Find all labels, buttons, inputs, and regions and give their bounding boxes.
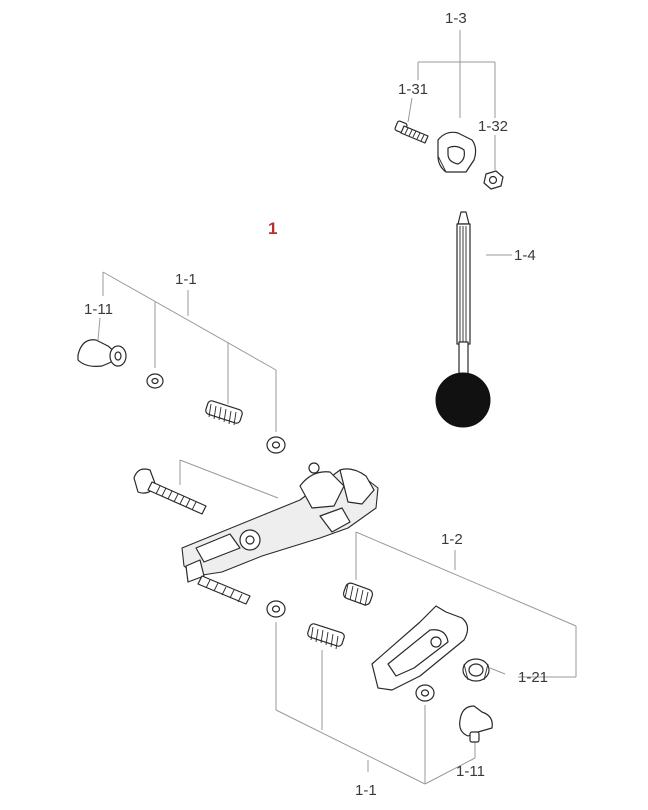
spring-middle — [342, 582, 374, 607]
long-bolt — [133, 468, 207, 515]
label-1-4: 1-4 — [514, 247, 536, 264]
washer-top-left — [146, 373, 164, 389]
wing-screw-1-11-top — [77, 339, 127, 367]
label-1-32: 1-32 — [478, 118, 508, 135]
rod-1-4 — [435, 211, 491, 428]
assembly-number: 1 — [268, 219, 277, 238]
spring-lower — [307, 623, 345, 650]
rod-ball-knob — [435, 372, 491, 428]
label-1-11-bottom: 1-11 — [456, 763, 485, 780]
label-1-3: 1-3 — [445, 10, 467, 27]
knob-1-21 — [462, 658, 490, 682]
lever-1-2 — [371, 605, 469, 691]
label-1-31: 1-31 — [398, 81, 428, 98]
part-labels: 1 1-3 1-31 1-32 1-4 1-1 1-11 1-2 1-21 1-… — [84, 10, 548, 799]
label-1-1-bottom: 1-1 — [355, 782, 377, 799]
wing-screw-1-11-bottom — [459, 705, 493, 743]
label-1-1-top: 1-1 — [175, 271, 197, 288]
leader-lines — [97, 30, 577, 785]
spring-top — [205, 400, 243, 426]
washer-lower-right — [415, 684, 435, 702]
label-1-11-top: 1-11 — [84, 301, 113, 318]
main-bracket-assembly — [181, 462, 379, 605]
washer-top-right — [266, 436, 286, 454]
label-1-21: 1-21 — [518, 669, 548, 686]
screw-1-31 — [394, 120, 429, 144]
nut-1-32 — [483, 170, 504, 190]
label-1-2: 1-2 — [441, 531, 463, 548]
clamp-block-1-3 — [437, 131, 477, 173]
washer-middle-left — [266, 600, 286, 618]
